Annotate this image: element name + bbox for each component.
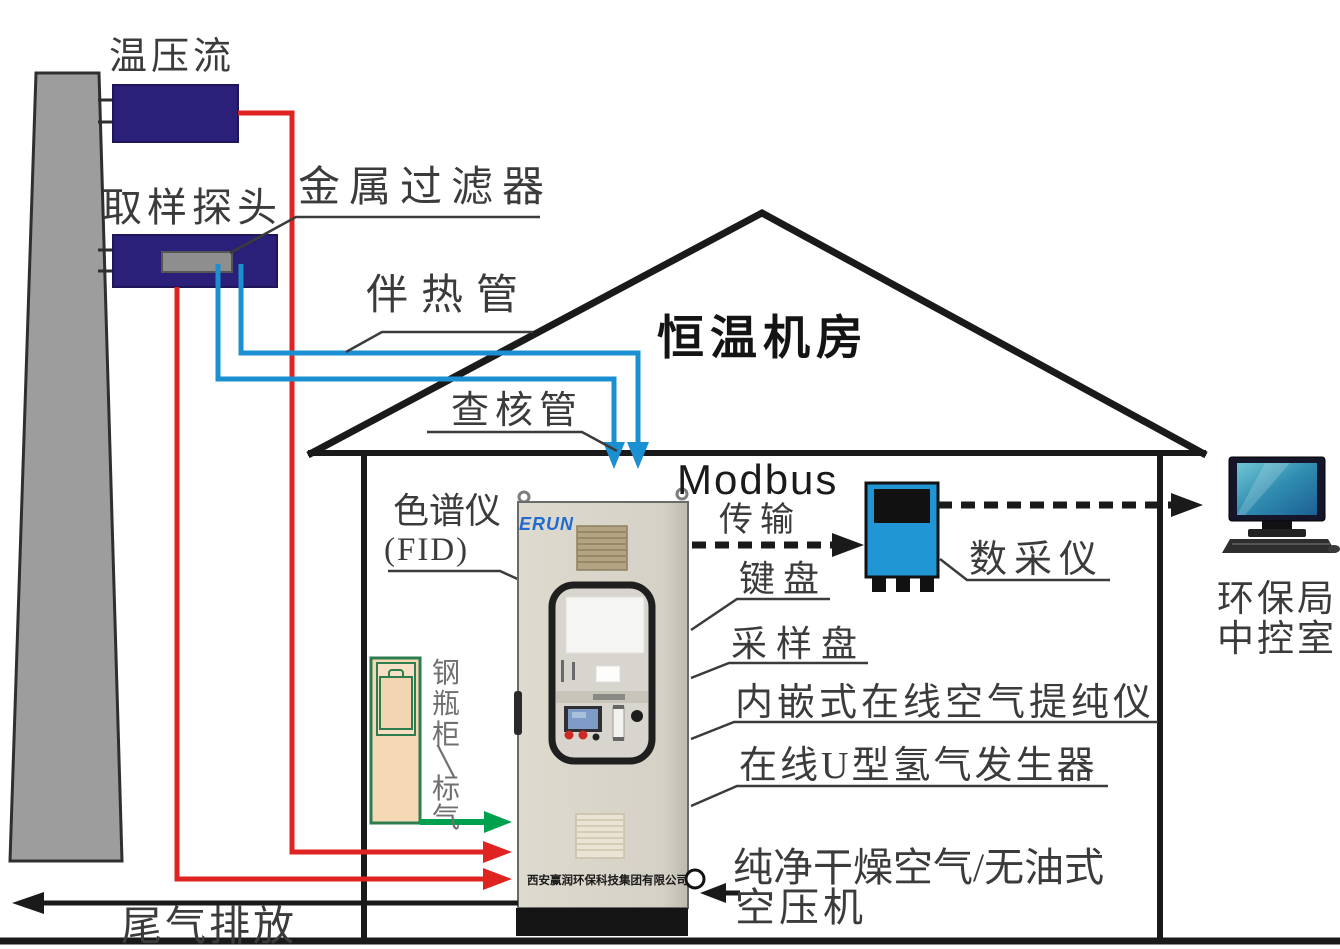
label-modbus: Modbus [677,456,838,503]
analyzer-cabinet [514,487,706,936]
label-epa-line2: 中控室 [1217,618,1337,660]
label-temp-pressure-flow: 温压流 [109,36,235,78]
heated-line-leader [345,330,533,354]
modbus-arrowhead-2 [1171,493,1203,517]
cylinder-char-3: 柜 [432,719,460,751]
cylinder-char-5: 标 [432,773,460,805]
lifting-eye-left [517,490,531,504]
control-room-computer [1222,456,1340,553]
monitor-stand [1248,529,1306,537]
data-logger-leg-1 [872,577,886,592]
recorder-screen [565,596,645,654]
label-epa-line1: 环保局 [1217,579,1337,620]
cabinet-plinth [516,908,688,936]
probe-mount-stubs [98,98,114,273]
roof [306,209,1208,459]
top-vent-slats [578,531,626,563]
cylinder-char-1: 钢 [432,657,460,689]
keyboard-leader [690,597,830,632]
chromatograph-leader [388,569,536,589]
lcd-highlight [572,712,586,718]
heated-sample-line [238,264,641,448]
red-button-1 [564,730,574,740]
label-exhaust: 尾气排放 [121,903,297,949]
label-cylinder-cabinet: 钢 瓶 柜 ╲ 标 气 [432,657,460,834]
label-heated-line: 伴热管 [366,273,531,319]
label-check-line: 查核管 [451,390,583,432]
monitor-screen [1237,463,1317,515]
air-inlet-port [684,868,706,890]
label-clean-air-line1: 纯净干燥空气/无油式 [733,845,1104,890]
red-arrowhead-2 [483,868,512,890]
data-logger-screen [874,489,930,523]
chimney [8,71,124,863]
cylinder-char-6: 气 [432,802,460,834]
metal-filter-block [161,251,233,273]
computer-mouse [1328,545,1340,553]
label-sampling-probe: 取样探头 [102,185,282,230]
room-outline [0,209,1340,945]
divider-label-chip [593,694,625,700]
gas-cylinder-cabinet [369,656,422,825]
cylinder-char-2: 瓶 [432,688,460,720]
label-compressor-line2: 空压机 [735,885,867,930]
modbus-arrowhead-1 [832,533,864,557]
temp-pressure-flow-box [112,84,239,143]
monitor-neck [1262,521,1292,529]
label-transmission: 传输 [719,501,801,539]
blue-arrowhead-1 [627,442,649,469]
black-button [592,733,600,741]
flow-meter-cap-top [613,705,624,709]
bottom-vent-slats [577,819,623,851]
exhaust-arrowhead [12,892,44,914]
hinge-mark-1 [561,660,564,682]
computer-keyboard [1222,539,1336,553]
label-keyboard: 键盘 [739,559,827,599]
h2-generator-leader [690,784,1108,808]
air-purifier-leader [690,720,1158,741]
label-chromatograph: 色谱仪 [393,491,501,531]
metal-filter-leader [229,215,540,255]
green-arrowhead [484,811,512,833]
red-line-tpf [238,110,486,855]
label-sampling-tray: 采样盘 [731,624,866,664]
door-handle [514,691,522,735]
label-metal-filter: 金属过滤器 [298,164,553,211]
check-gas-line [215,264,617,448]
data-logger-leg-2 [896,577,910,592]
blue-sample-lines [215,264,641,448]
lifting-eye-right [675,487,689,501]
check-line-leader [427,430,618,453]
sampling-tray-leader [690,661,868,680]
label-fid: (FID) [384,532,469,568]
name-chip [595,665,621,683]
label-company-name: 西安赢润环保科技集团有限公司 [527,873,688,887]
label-room: 恒温机房 [657,311,869,364]
label-h2-generator: 在线U型氢气发生器 [739,745,1097,787]
compressor-arrowhead [700,883,726,903]
data-logger-leg-3 [920,577,934,592]
flow-meter-cap-bottom [613,737,624,741]
erun-logo: ERUN [519,514,574,534]
flow-meter [612,706,625,740]
leader-lines [229,215,1158,808]
screen-glare [1237,463,1290,515]
cylinder-char-4: ╲ [436,745,457,778]
red-arrowhead-1 [483,841,512,863]
gas-cylinder [379,676,413,730]
hinge-mark-2 [572,662,575,680]
red-button-2 [578,730,588,740]
blue-arrowhead-2 [603,442,625,469]
data-logger-leader [939,558,1110,582]
data-logger-device [864,481,940,592]
red-line-probe [174,287,486,882]
red-signal-lines [174,110,486,882]
control-knob [631,710,643,722]
label-data-logger: 数采仪 [969,539,1104,581]
label-air-purifier: 内嵌式在线空气提纯仪 [735,682,1155,724]
